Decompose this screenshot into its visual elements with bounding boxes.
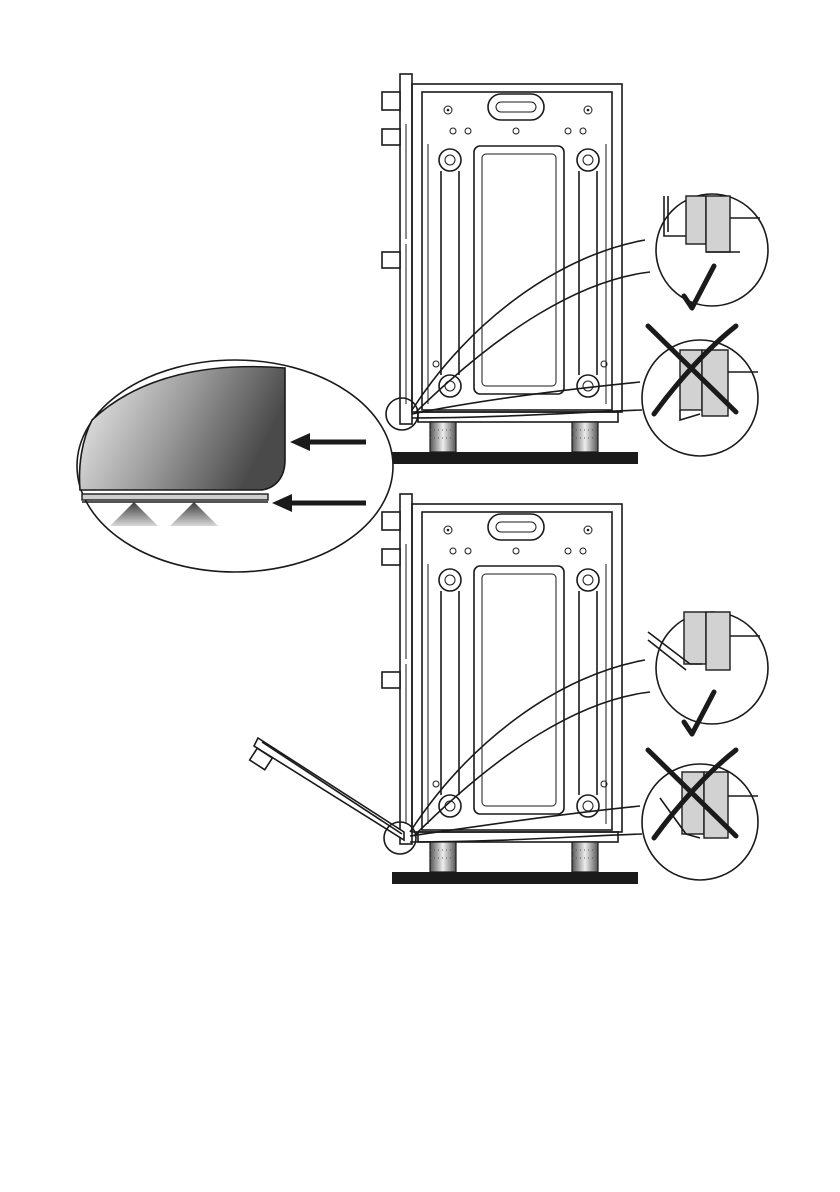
oven-side-view [382, 74, 638, 464]
panel-door-closed [382, 74, 768, 464]
magnified-detail [77, 360, 393, 572]
door-seal-strip [82, 494, 268, 500]
oven-side-view-open [382, 494, 638, 884]
open-door [250, 738, 404, 840]
door-glass-panel [80, 367, 286, 490]
